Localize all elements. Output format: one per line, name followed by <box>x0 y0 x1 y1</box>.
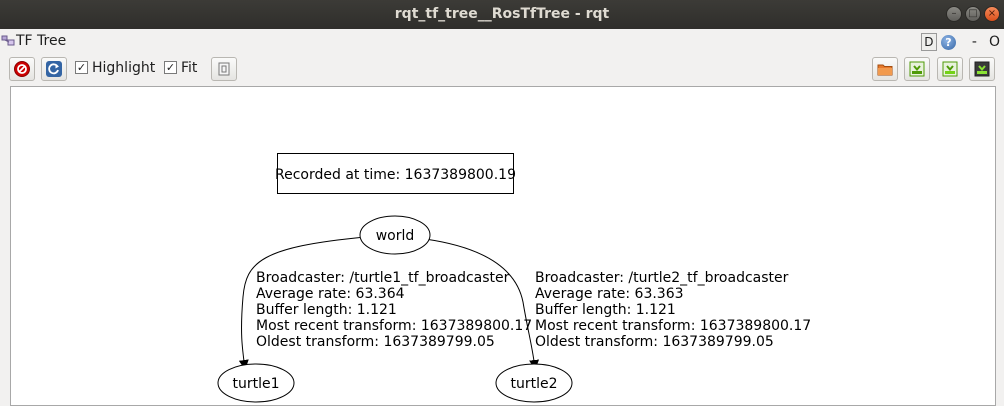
stop-icon <box>14 61 30 77</box>
toolbar: ✓ Highlight ✓ Fit <box>0 55 1004 83</box>
highlight-checkbox[interactable]: ✓ <box>75 61 88 74</box>
close-button[interactable]: × <box>984 6 1000 22</box>
fit-in-view-button[interactable] <box>211 57 237 81</box>
maximize-button[interactable]: □ <box>965 6 981 22</box>
window-title: rqt_tf_tree__RosTfTree - rqt <box>394 6 610 22</box>
minimize-button[interactable]: – <box>946 6 962 22</box>
fit-label: Fit <box>181 60 198 76</box>
close-plugin-button[interactable]: O <box>988 34 1000 50</box>
edge-turtle1-most-recent: Most recent transform: 1637389800.17 <box>256 318 532 334</box>
window-titlebar: rqt_tf_tree__RosTfTree - rqt – □ × <box>0 0 1004 29</box>
folder-icon <box>877 64 893 76</box>
edge-turtle1-average-rate: Average rate: 63.364 <box>256 286 405 302</box>
node-turtle2-label: turtle2 <box>510 376 557 392</box>
edge-world-turtle2[interactable] <box>424 238 540 370</box>
save-as-svg-icon <box>942 61 958 77</box>
edge-turtle1-broadcaster: Broadcaster: /turtle1_tf_broadcaster <box>256 270 510 286</box>
tf-graph: Recorded at time: 1637389800.19 world tu… <box>217 153 811 403</box>
edge-turtle2-info: Broadcaster: /turtle2_tf_broadcaster Ave… <box>535 270 811 350</box>
load-dot-button[interactable] <box>872 57 898 81</box>
highlight-label: Highlight <box>92 60 156 76</box>
edge-turtle2-broadcaster: Broadcaster: /turtle2_tf_broadcaster <box>535 270 789 286</box>
help-icon[interactable]: ? <box>940 34 956 50</box>
edge-turtle2-most-recent: Most recent transform: 1637389800.17 <box>535 318 811 334</box>
fit-view-icon <box>218 62 230 76</box>
refresh-button[interactable] <box>41 57 67 81</box>
node-world-label: world <box>376 228 415 244</box>
plugin-title: TF Tree <box>16 33 67 49</box>
plugin-header-controls: D ? - O <box>920 32 1000 52</box>
recorded-time-label: Recorded at time: 1637389800.19 <box>275 167 516 183</box>
edge-turtle2-buffer-length: Buffer length: 1.121 <box>535 302 676 318</box>
tf-graph-canvas[interactable]: Recorded at time: 1637389800.19 world tu… <box>10 86 996 406</box>
node-world[interactable] <box>359 215 431 255</box>
plugin-header: TF Tree D ? - O <box>0 30 1004 54</box>
edge-turtle1-oldest: Oldest transform: 1637389799.05 <box>256 334 495 350</box>
save-dot-button[interactable] <box>904 57 930 81</box>
fit-checkbox[interactable]: ✓ <box>164 61 177 74</box>
save-svg-button[interactable] <box>937 57 963 81</box>
clear-button[interactable] <box>9 57 35 81</box>
edge-turtle1-buffer-length: Buffer length: 1.121 <box>256 302 397 318</box>
save-as-dot-icon <box>909 61 925 77</box>
save-image-button[interactable] <box>969 57 995 81</box>
edge-world-turtle1[interactable] <box>238 236 366 370</box>
tf-tree-plugin-icon <box>1 35 15 46</box>
dock-button[interactable]: D <box>920 33 937 51</box>
recorded-time-box <box>277 153 514 194</box>
edge-turtle1-info: Broadcaster: /turtle1_tf_broadcaster Ave… <box>256 270 532 350</box>
minimize-plugin-button[interactable]: - <box>971 34 977 50</box>
refresh-icon <box>46 61 62 77</box>
node-turtle1-label: turtle1 <box>232 376 279 392</box>
edge-turtle2-average-rate: Average rate: 63.363 <box>535 286 684 302</box>
save-as-image-icon <box>974 61 990 77</box>
edge-turtle2-oldest: Oldest transform: 1637389799.05 <box>535 334 774 350</box>
